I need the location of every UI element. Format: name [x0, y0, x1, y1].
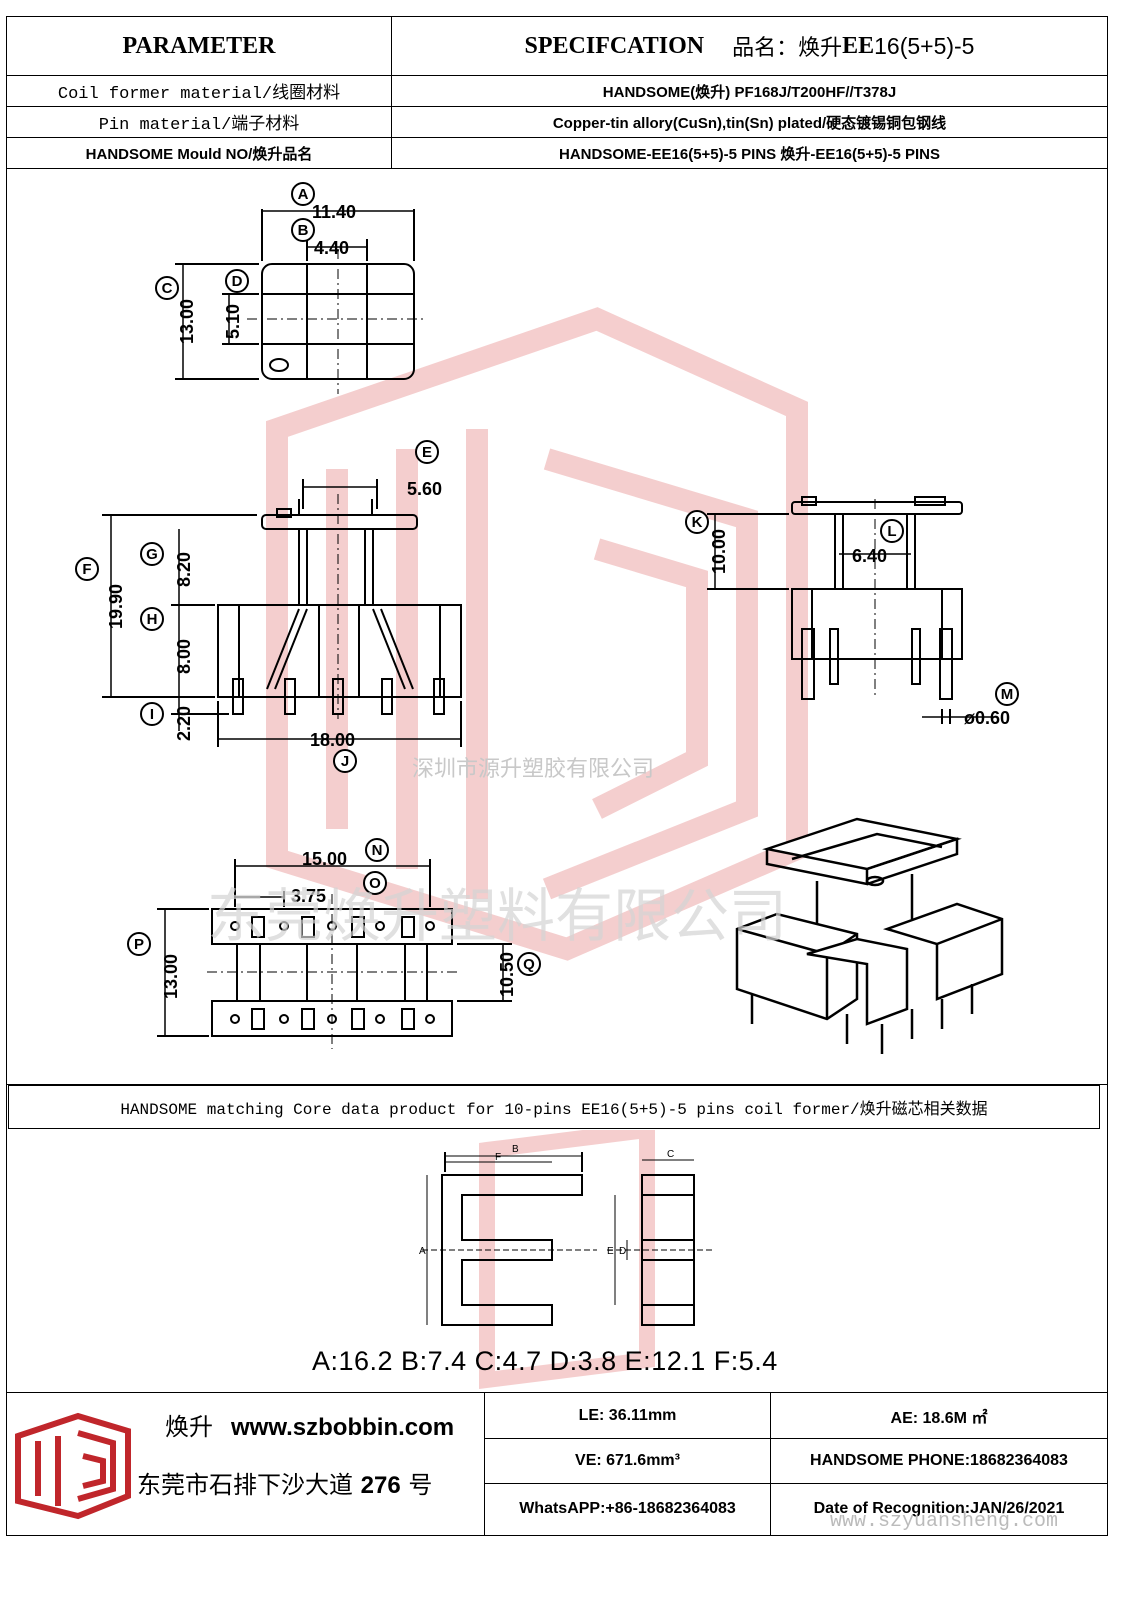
marker-a: A — [298, 186, 309, 203]
product-model: EE — [842, 32, 875, 59]
marker-g: G — [146, 546, 158, 563]
footer-phone: HANDSOME PHONE:18682364083 — [810, 1451, 1068, 1469]
marker-j: J — [341, 753, 349, 770]
product-name-prefix: 品名：焕升 — [732, 36, 843, 61]
marker-m: M — [1001, 686, 1014, 703]
marker-c: C — [162, 280, 173, 297]
core-banner: HANDSOME matching Core data product for … — [8, 1085, 1100, 1129]
drawing-area: A B C D E F G H I J K L M N O P Q 11.40 — [7, 169, 1107, 1085]
dim-q-value: 10.50 — [497, 952, 517, 997]
param-value-coil: HANDSOME(焕升) PF168J/T200HF//T378J — [602, 83, 897, 101]
marker-k: K — [692, 514, 703, 531]
isometric-view — [735, 817, 1004, 1054]
marker-i: I — [150, 706, 154, 723]
parameter-header: PARAMETER — [122, 32, 276, 59]
marker-l: L — [887, 523, 896, 540]
footer-address-suffix: 号 — [408, 1471, 433, 1499]
param-value-mould: HANDSOME-EE16(5+5)-5 PINS 焕升-EE16(5+5)-5… — [559, 145, 940, 163]
front-view — [102, 479, 462, 747]
marker-n: N — [372, 842, 383, 859]
marker-d: D — [232, 273, 243, 290]
watermark-large: 东莞焕升塑料有限公司 — [207, 882, 788, 950]
dim-l-value: 6.40 — [852, 546, 887, 566]
core-label-b: B — [512, 1144, 519, 1155]
footer-le: LE: 36.11mm — [578, 1406, 677, 1424]
param-label-pin: Pin material/端子材料 — [98, 116, 300, 135]
core-label-d: D — [619, 1246, 626, 1257]
dim-j-value: 18.00 — [310, 730, 355, 750]
background-logo-watermark — [266, 307, 808, 961]
footer-brand: 焕升 — [165, 1413, 213, 1441]
core-banner-text: HANDSOME matching Core data product for … — [120, 1101, 988, 1119]
param-row-mould: HANDSOME Mould NO/焕升品名 HANDSOME-EE16(5+5… — [7, 138, 1107, 169]
dim-o-value: 3.75 — [291, 886, 326, 906]
dim-m-value: ø0.60 — [964, 708, 1010, 728]
dim-g-value: 8.20 — [174, 552, 194, 587]
header-row: PARAMETER SPECIFCATION 品名：焕升 EE 16(5+5)-… — [7, 17, 1107, 76]
dim-k-value: 10.00 — [709, 529, 729, 574]
e-core-front — [422, 1152, 597, 1326]
param-value-pin: Copper-tin allory(CuSn),tin(Sn) plated/硬… — [552, 114, 947, 132]
side-view — [707, 496, 997, 724]
core-label-c: C — [667, 1149, 674, 1160]
bottom-view — [157, 859, 512, 1049]
footer-logo-area: 焕升 www.szbobbin.com 东莞市石排下沙大道 276 号 — [7, 1393, 485, 1535]
footer-whatsapp: WhatsAPP:+86-18682364083 — [519, 1500, 736, 1517]
core-label-a: A — [419, 1246, 426, 1257]
param-row-coil: Coil former material/线圈材料 HANDSOME(焕升) P… — [7, 76, 1107, 107]
watermark-small: 深圳市源升塑胶有限公司 — [412, 757, 655, 782]
param-label-mould: HANDSOME Mould NO/焕升品名 — [85, 145, 313, 163]
marker-p: P — [134, 936, 144, 953]
core-area: A B C D E F A:16.2 B:7.4 C:4.7 D:3.8 E:1… — [7, 1120, 1107, 1393]
footer-url-watermark: www.szyuansheng.com — [830, 1510, 1059, 1533]
marker-e: E — [422, 444, 432, 461]
marker-q: Q — [523, 956, 535, 973]
marker-b: B — [298, 222, 309, 239]
core-watermark — [479, 1120, 655, 1390]
footer-address-street: 东莞市石排下沙大道 — [137, 1471, 353, 1499]
footer-address-number: 276 — [360, 1472, 401, 1499]
dim-n-value: 15.00 — [302, 849, 347, 869]
dim-i-value: 2.20 — [174, 706, 194, 741]
core-label-f: F — [495, 1152, 501, 1163]
specification-header: SPECIFCATION 品名：焕升 EE 16(5+5)-5 — [392, 17, 1107, 75]
marker-o: O — [369, 875, 381, 892]
company-logo — [15, 1412, 131, 1520]
footer-website: www.szbobbin.com — [231, 1414, 455, 1441]
core-label-e: E — [607, 1246, 614, 1257]
footer-address: 东莞市石排下沙大道 276 号 — [137, 1465, 432, 1500]
dim-f-value: 19.90 — [106, 584, 126, 629]
marker-f: F — [82, 561, 91, 578]
footer-table: LE: 36.11mm AE: 18.6M ㎡ VE: 671.6mm³ HAN… — [485, 1393, 1107, 1535]
dim-h-value: 8.00 — [174, 639, 194, 674]
param-label-coil: Coil former material/线圈材料 — [57, 85, 341, 104]
dim-b-value: 4.40 — [314, 238, 349, 258]
footer-ve: VE: 671.6mm³ — [575, 1451, 680, 1469]
footer-brand-line: 焕升 www.szbobbin.com — [165, 1407, 454, 1442]
dim-e-value: 5.60 — [407, 479, 442, 499]
dim-p-value: 13.00 — [161, 954, 181, 999]
footer: 焕升 www.szbobbin.com 东莞市石排下沙大道 276 号 LE: … — [7, 1393, 1107, 1535]
dim-c-value: 13.00 — [177, 299, 197, 344]
spec-sheet: PARAMETER SPECIFCATION 品名：焕升 EE 16(5+5)-… — [6, 16, 1108, 1536]
dim-d-value: 5.10 — [223, 304, 243, 339]
core-dimensions: A:16.2 B:7.4 C:4.7 D:3.8 E:12.1 F:5.4 — [312, 1346, 778, 1376]
footer-date: Date of Recognition:JAN/26/2021 — [813, 1500, 1065, 1517]
spec-label: SPECIFCATION — [524, 32, 705, 59]
product-model-suffix: 16(5+5)-5 — [874, 32, 975, 59]
top-view — [175, 209, 427, 394]
marker-h: H — [147, 611, 158, 628]
footer-ae: AE: 18.6M ㎡ — [890, 1409, 988, 1427]
dim-a-value: 11.40 — [312, 202, 356, 222]
e-core-side — [607, 1159, 712, 1326]
param-row-pin: Pin material/端子材料 Copper-tin allory(CuSn… — [7, 107, 1107, 138]
